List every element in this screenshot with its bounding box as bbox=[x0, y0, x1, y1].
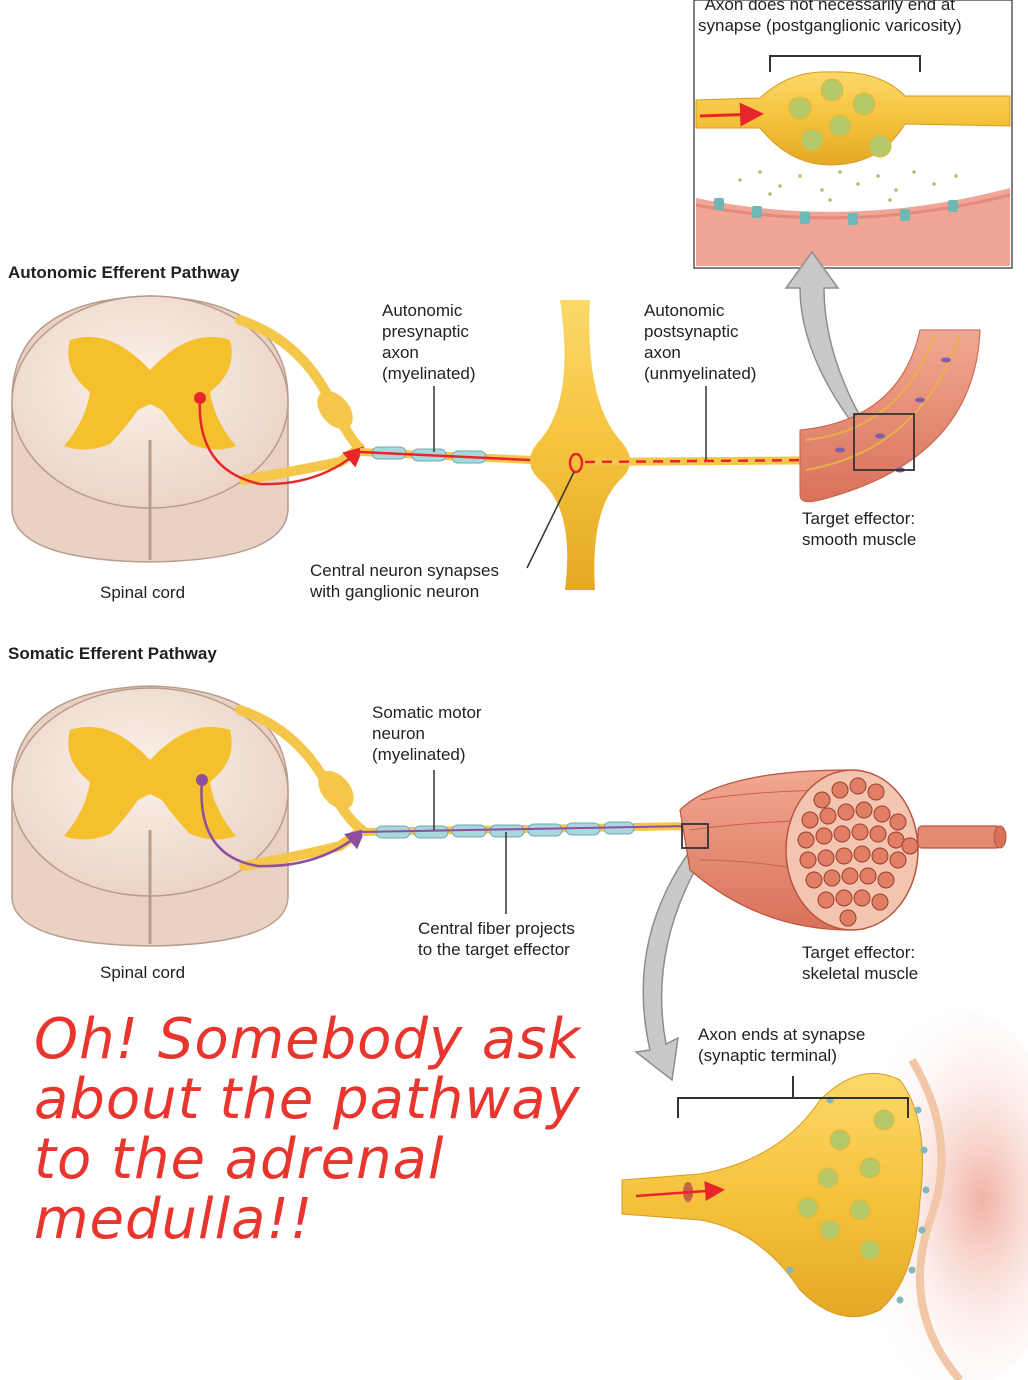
handwritten-annotation: Oh! Somebody ask about the pathway to th… bbox=[34, 1007, 581, 1252]
leader-lines-somatic bbox=[433, 770, 507, 914]
ganglion bbox=[530, 300, 630, 590]
synaptic-terminal-inset bbox=[621, 1010, 1028, 1380]
synaptic-terminal-label: Axon ends at synapse (synaptic terminal) bbox=[698, 1025, 866, 1065]
skeletal-muscle bbox=[679, 769, 1007, 931]
spinal-cord-top bbox=[11, 295, 365, 563]
skeletal-muscle-label: Target effector: skeletal muscle bbox=[802, 943, 919, 983]
varicosity-label: Axon does not necessarily end at synapse… bbox=[698, 0, 962, 35]
autonomic-pathway-header: Autonomic Efferent Pathway bbox=[8, 263, 240, 282]
smooth-muscle bbox=[799, 329, 981, 503]
smooth-muscle-label: Target effector: smooth muscle bbox=[802, 509, 917, 549]
leader-lines-autonomic bbox=[433, 386, 707, 569]
zoom-arrow-top bbox=[784, 250, 862, 421]
presynaptic-axon-label: Autonomic presynaptic axon (myelinated) bbox=[382, 301, 476, 383]
somatic-axon bbox=[361, 821, 691, 839]
varicosity-inset bbox=[693, 0, 1013, 269]
spinal-cord-bottom bbox=[11, 685, 367, 947]
spinal-cord-label-top: Spinal cord bbox=[100, 583, 186, 602]
central-neuron-label: Central neuron synapses with ganglionic … bbox=[310, 561, 500, 601]
central-fiber-label: Central fiber projects to the target eff… bbox=[418, 919, 575, 959]
somatic-motor-neuron-label: Somatic motor neuron (myelinated) bbox=[372, 703, 482, 764]
somatic-pathway-header: Somatic Efferent Pathway bbox=[8, 644, 217, 663]
spinal-cord-label-bottom: Spinal cord bbox=[100, 963, 186, 982]
zoom-arrow-bottom bbox=[634, 847, 706, 1082]
postsynaptic-axon-label: Autonomic postsynaptic axon (unmyelinate… bbox=[644, 301, 757, 383]
